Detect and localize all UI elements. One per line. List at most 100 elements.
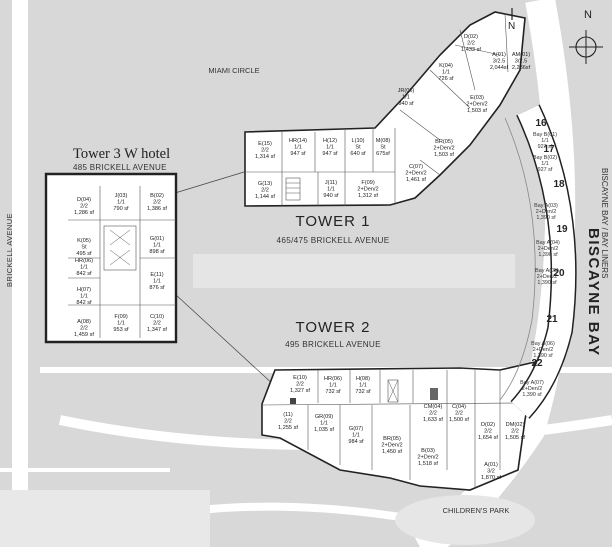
hotel-unit-type: 2/2	[80, 326, 88, 332]
hotel-unit-type: 1/1	[117, 200, 125, 206]
tower2-unit-size: 1,500 sf	[449, 417, 469, 423]
connector-lines	[174, 171, 276, 387]
tower1-unit-size: 940 sf	[323, 193, 339, 199]
tower2-unit-name: B(03)	[421, 448, 435, 454]
tower2-unit: D(02)2/21,654 sf	[478, 422, 498, 441]
tower1-unit: F(09)2+Den/21,312 sf	[357, 180, 378, 199]
tower1-unit-name: E(15)	[258, 141, 272, 147]
tower2-unit-type: 3/2	[487, 469, 495, 475]
bay-liner-unit-size: 1,390 sf	[538, 252, 558, 258]
tower1-unit-name: M(08)	[376, 138, 391, 144]
tower2-unit-type: 2/2	[284, 419, 292, 425]
tower1-unit-name: E(03)	[470, 95, 484, 101]
tower1-building	[244, 11, 526, 207]
tower1-unit-size: 1,314 sf	[255, 154, 275, 160]
tower1-unit-type: St	[355, 145, 361, 151]
tower2-unit-size: 1,255 sf	[278, 425, 298, 431]
tower1-unit-type: 3/2.5	[493, 59, 505, 65]
bay-liner-floor-number: 21	[546, 314, 558, 325]
tower1-unit-size: 940 sf	[398, 101, 414, 107]
hotel-unit-name: H(07)	[77, 287, 91, 293]
bay-liner-unit-type: 1/1	[541, 161, 549, 167]
tower2-unit-size: 1,870 sf	[481, 475, 501, 481]
tower1-unit-size: 2,236sf	[512, 65, 531, 71]
bay-liner-unit-size: 927 sf	[538, 144, 553, 150]
tower1-unit-size: 1,461 sf	[406, 177, 426, 183]
biscayne-bay-label: BISCAYNE BAY	[585, 228, 602, 357]
compass: N N	[508, 8, 603, 64]
hotel-unit-name: G(01)	[150, 236, 164, 242]
tower1-unit-type: 2+Den/2	[466, 102, 487, 108]
tower1-unit: C(07)2+Den/21,461 sf	[405, 164, 426, 183]
bay-liner-unit-name: Bay A(05)	[535, 268, 559, 274]
tower2-unit-name: E(10)	[293, 375, 307, 381]
tower1-unit-type: 2+Den/2	[357, 187, 378, 193]
hotel-unit-name: B(02)	[150, 193, 164, 199]
tower1-unit-size: 1,312 sf	[358, 193, 378, 199]
childrens-park-label: CHILDREN'S PARK	[443, 506, 510, 515]
bay-liner-floor-number: 17	[543, 144, 555, 155]
tower1-unit-size: 1,144 sf	[255, 194, 275, 200]
tower1-unit-name: F(09)	[361, 180, 375, 186]
tower2-unit: B(03)2+Den/21,518 sf	[417, 448, 438, 467]
bay-liner-unit-name: Bay A(04)	[536, 240, 560, 246]
tower2-unit-size: 1,035 sf	[314, 427, 334, 433]
bay-liner-unit-type: 2+Den/2	[538, 246, 559, 252]
tower1-unit-type: 2+Den/2	[405, 171, 426, 177]
tower1-unit-type: 2/2	[261, 188, 269, 194]
tower2-unit-type: 2+Den/2	[381, 443, 402, 449]
bay-liner-unit-size: 1,390 sf	[533, 353, 553, 359]
hotel-unit-size: 495 sf	[76, 251, 92, 257]
tower1-unit-size: 726 sf	[438, 76, 454, 82]
tower2-unit-name: BR(05)	[383, 436, 401, 442]
tower1-title: TOWER 1	[295, 213, 370, 230]
tower1-unit-size: 1,433 sf	[461, 47, 481, 53]
tower2-unit-size: 1,654 sf	[478, 435, 498, 441]
tower1-unit-type: 2/2	[261, 148, 269, 154]
bay-liner-floor-number: 19	[556, 224, 568, 235]
tower1-unit-type: 3/2.5	[515, 59, 527, 65]
tower1-units: D(02)2/21,433 sfA(01)3/2.52,044sfAM(01)3…	[255, 34, 531, 200]
bay-liner-unit: Bay A(05)2+Den/21,390 sf	[535, 268, 559, 286]
bay-liner-unit: Bay A(03)2+Den/21,390 sf	[534, 203, 558, 221]
hotel-unit-name: D(04)	[77, 197, 91, 203]
tower1-unit: G(13)2/21,144 sf	[255, 181, 275, 200]
bay-liner-unit-type: 2+Den/2	[536, 209, 557, 215]
hotel-unit-size: 953 sf	[113, 327, 129, 333]
tower1-address: 465/475 BRICKELL AVENUE	[277, 236, 390, 245]
hotel-unit-name: K(05)	[77, 238, 91, 244]
biscayne-bay-sub-label: BISCAYNE BAY / BAY LINERS	[600, 168, 609, 278]
tower1-unit-type: 2/2	[467, 41, 475, 47]
tower2-unit-name: (11)	[283, 412, 293, 418]
tower2-unit-name: HR(06)	[324, 376, 342, 382]
tower2-unit: GR(09)1/11,035 sf	[314, 414, 334, 433]
tower1-unit-name: JR(06)	[398, 88, 415, 94]
hotel-unit-name: HR(06)	[75, 258, 93, 264]
tower1-unit-name: AM(01)	[512, 52, 530, 58]
bay-liner-unit-size: 1,390 sf	[536, 215, 556, 221]
tower2-unit-size: 1,518 sf	[418, 461, 438, 467]
tower1-unit: AM(01)3/2.52,236sf	[512, 52, 531, 71]
hotel-unit-name: F(09)	[114, 314, 128, 320]
hotel-address: 485 BRICKELL AVENUE	[73, 163, 167, 172]
bay-liner-floor-number: 22	[531, 358, 543, 369]
hotel-unit-name: E(11)	[150, 272, 163, 278]
bay-liner-unit-size: 1,390 sf	[522, 392, 542, 398]
tower2-unit-type: 2/2	[511, 429, 519, 435]
bay-liner-unit-type: 2+Den/2	[522, 386, 543, 392]
hotel-unit-type: 2/2	[153, 321, 161, 327]
tower1-unit-size: 947 sf	[322, 151, 338, 157]
bay-liner-unit-type: 1/1	[541, 138, 549, 144]
tower2-unit-type: 2+Den/2	[417, 455, 438, 461]
